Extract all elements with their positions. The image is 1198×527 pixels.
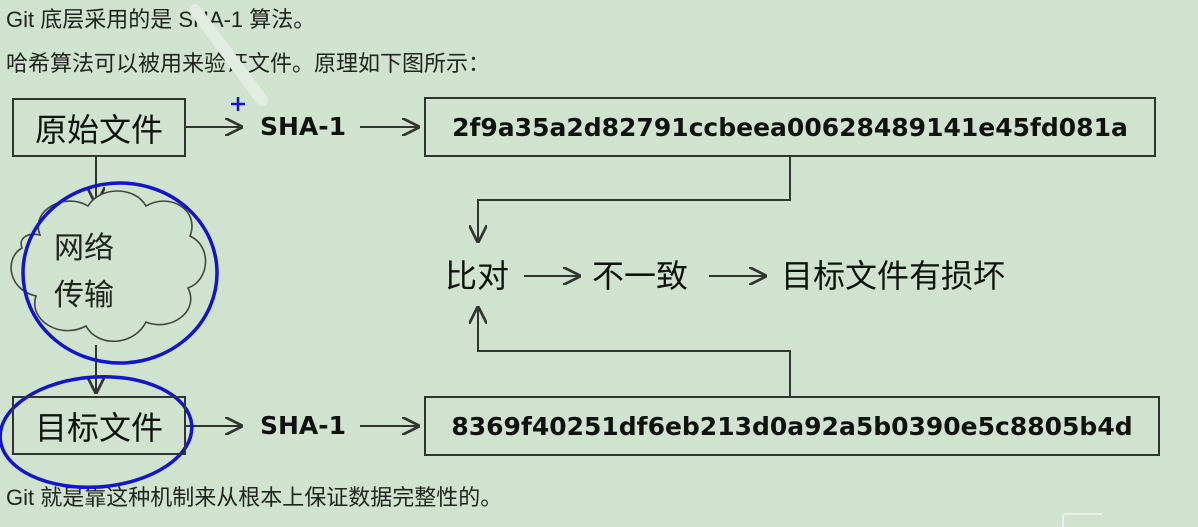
hash-top-value: 2f9a35a2d82791ccbeea00628489141e45fd081a — [452, 112, 1128, 142]
footer-line: Git 就是靠这种机制来从根本上保证数据完整性的。 — [6, 485, 503, 510]
target-file-box: 目标文件 — [12, 396, 186, 455]
sha-label-top: SHA-1 — [260, 112, 347, 141]
network-cloud-shape — [10, 190, 207, 343]
intro-line-2: 哈希算法可以被用来验证文件。原理如下图所示： — [6, 51, 491, 76]
original-file-label: 原始文件 — [34, 111, 163, 148]
hash-bottom-box: 8369f40251df6eb213d0a92a5b0390e5c8805b4d — [424, 396, 1160, 456]
target-file-label: 目标文件 — [34, 409, 163, 446]
connector-hash-bottom-to-compare — [478, 306, 791, 396]
corner-artifact — [1062, 513, 1102, 527]
hash-bottom-value: 8369f40251df6eb213d0a92a5b0390e5c8805b4d — [451, 411, 1133, 441]
inconsistent-label: 不一致 — [592, 258, 689, 294]
hash-top-box: 2f9a35a2d82791ccbeea00628489141e45fd081a — [424, 97, 1156, 157]
compare-label: 比对 — [445, 258, 510, 294]
network-label-line2: 传输 — [54, 279, 114, 312]
connector-hash-top-to-compare — [478, 157, 791, 243]
intro-line-1: Git 底层采用的是 SHA-1 算法。 — [6, 7, 316, 32]
original-file-box: 原始文件 — [12, 98, 186, 157]
annotation-circle-target — [0, 374, 194, 490]
sha-label-bottom: SHA-1 — [260, 411, 347, 440]
annotation-circle-network — [21, 181, 219, 365]
watermark-stroke — [189, 4, 268, 106]
plus-icon — [231, 97, 245, 111]
damaged-label: 目标文件有损坏 — [781, 258, 1006, 294]
network-label-line1: 网络 — [54, 232, 114, 265]
